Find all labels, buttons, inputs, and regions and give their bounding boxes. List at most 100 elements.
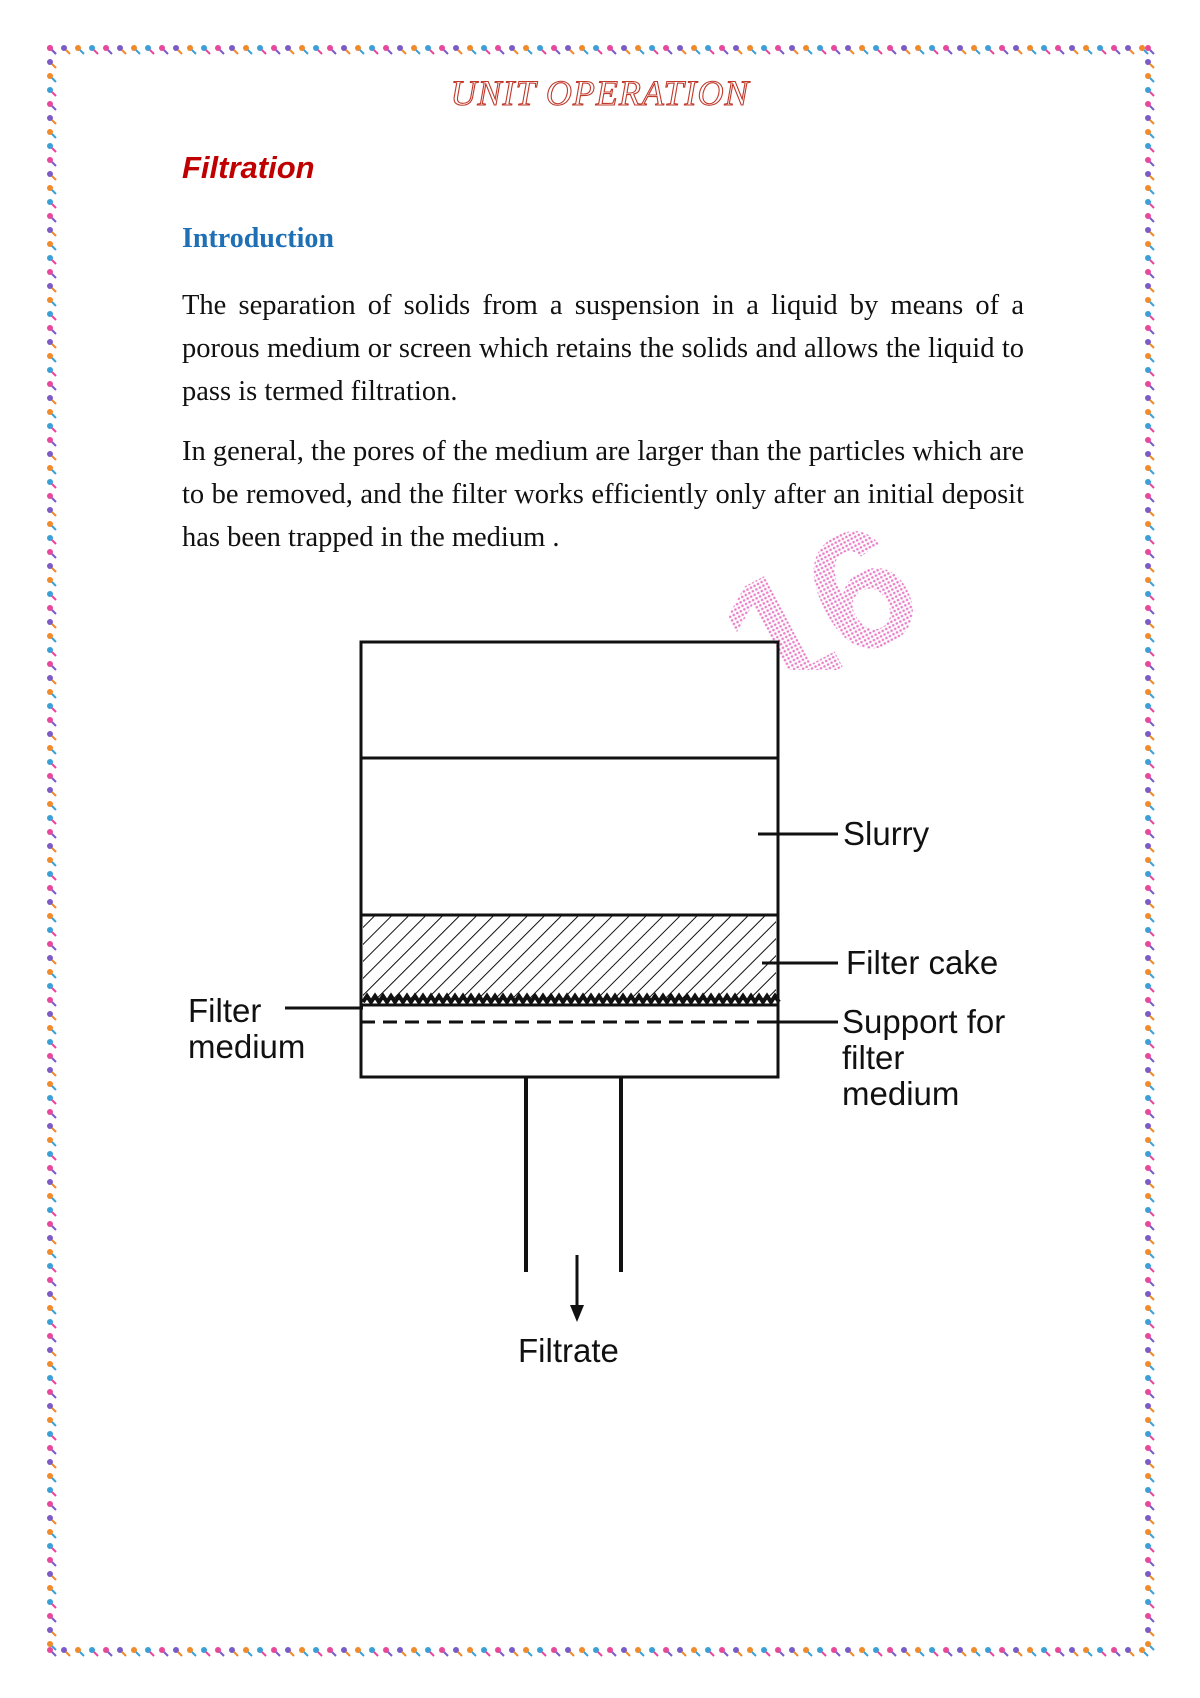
border-ornament	[313, 1647, 323, 1657]
border-ornament	[47, 955, 57, 965]
border-ornament	[47, 521, 57, 531]
border-ornament	[1145, 1375, 1155, 1385]
border-ornament	[1083, 45, 1093, 55]
border-ornament	[47, 1053, 57, 1063]
border-ornament	[1145, 1165, 1155, 1175]
border-ornament	[509, 1647, 519, 1657]
border-ornament	[47, 927, 57, 937]
border-ornament	[1145, 157, 1155, 167]
border-ornament	[775, 1647, 785, 1657]
border-ornament	[915, 1647, 925, 1657]
border-ornament	[747, 45, 757, 55]
border-ornament	[327, 45, 337, 55]
border-ornament	[47, 1333, 57, 1343]
border-ornament	[1145, 1137, 1155, 1147]
border-ornament	[873, 45, 883, 55]
border-ornament	[299, 1647, 309, 1657]
border-ornament	[607, 1647, 617, 1657]
border-ornament	[47, 339, 57, 349]
border-ornament	[537, 45, 547, 55]
border-ornament	[565, 1647, 575, 1657]
border-ornament	[1145, 1473, 1155, 1483]
border-ornament	[831, 1647, 841, 1657]
border-ornament	[47, 493, 57, 503]
border-ornament	[47, 101, 57, 111]
intro-paragraph-1: The separation of solids from a suspensi…	[182, 290, 1024, 407]
border-ornament	[971, 45, 981, 55]
border-ornament	[187, 1647, 197, 1657]
border-ornament	[439, 45, 449, 55]
border-ornament	[1145, 563, 1155, 573]
border-ornament	[523, 45, 533, 55]
intro-heading: Introduction	[182, 223, 334, 254]
support-label-line-1: Support for	[842, 1003, 1006, 1040]
filter-medium-label: Filter medium	[188, 993, 305, 1065]
border-ornament	[47, 703, 57, 713]
border-ornament	[1145, 381, 1155, 391]
border-ornament	[299, 45, 309, 55]
decorative-border-right	[1145, 45, 1155, 1651]
border-ornament	[649, 45, 659, 55]
border-ornament	[1145, 1403, 1155, 1413]
border-ornament	[47, 1179, 57, 1189]
border-ornament	[47, 1529, 57, 1539]
border-ornament	[1145, 255, 1155, 265]
border-ornament	[47, 507, 57, 517]
border-ornament	[761, 1647, 771, 1657]
border-ornament	[929, 45, 939, 55]
border-ornament	[47, 731, 57, 741]
border-ornament	[1145, 395, 1155, 405]
decorative-border-top	[47, 45, 1149, 55]
border-ornament	[47, 619, 57, 629]
border-ornament	[551, 1647, 561, 1657]
border-ornament	[47, 1501, 57, 1511]
border-ornament	[1145, 451, 1155, 461]
border-ornament	[1145, 731, 1155, 741]
border-ornament	[719, 45, 729, 55]
border-ornament	[803, 1647, 813, 1657]
border-ornament	[789, 45, 799, 55]
border-ornament	[1145, 479, 1155, 489]
border-ornament	[1145, 1515, 1155, 1525]
border-ornament	[47, 759, 57, 769]
border-ornament	[47, 983, 57, 993]
border-ornament	[47, 297, 57, 307]
border-ornament	[1145, 857, 1155, 867]
border-ornament	[1145, 745, 1155, 755]
border-ornament	[47, 143, 57, 153]
border-ornament	[1145, 997, 1155, 1007]
border-ornament	[957, 1647, 967, 1657]
border-ornament	[859, 45, 869, 55]
border-ornament	[47, 563, 57, 573]
border-ornament	[75, 1647, 85, 1657]
border-ornament	[131, 1647, 141, 1657]
border-ornament	[47, 1515, 57, 1525]
border-ornament	[887, 1647, 897, 1657]
border-ornament	[47, 87, 57, 97]
border-ornament	[943, 45, 953, 55]
border-ornament	[47, 227, 57, 237]
border-ornament	[47, 269, 57, 279]
border-ornament	[481, 45, 491, 55]
border-ornament	[1027, 45, 1037, 55]
border-ornament	[1145, 969, 1155, 979]
border-ornament	[47, 1347, 57, 1357]
border-ornament	[47, 1137, 57, 1147]
border-ornament	[1145, 549, 1155, 559]
border-ornament	[1145, 787, 1155, 797]
border-ornament	[47, 1543, 57, 1553]
border-ornament	[47, 129, 57, 139]
border-ornament	[999, 45, 1009, 55]
border-ornament	[887, 45, 897, 55]
border-ornament	[47, 1235, 57, 1245]
border-ornament	[579, 45, 589, 55]
border-ornament	[1145, 941, 1155, 951]
border-ornament	[1145, 213, 1155, 223]
border-ornament	[47, 1249, 57, 1259]
border-ornament	[957, 45, 967, 55]
border-ornament	[425, 1647, 435, 1657]
border-ornament	[47, 1375, 57, 1385]
border-ornament	[47, 185, 57, 195]
border-ornament	[1145, 227, 1155, 237]
border-ornament	[313, 45, 323, 55]
